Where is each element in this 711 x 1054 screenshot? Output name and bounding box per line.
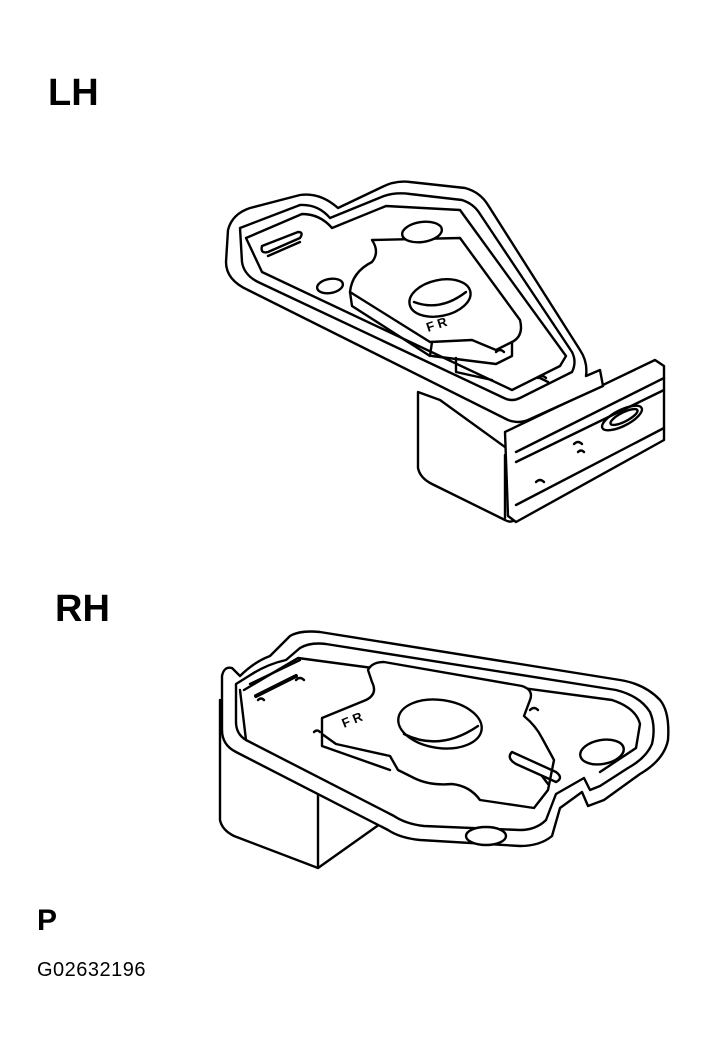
lh-direction-marking: F R — [424, 314, 449, 335]
lh-center-hole — [406, 274, 474, 322]
figure-code: G02632196 — [37, 959, 147, 981]
rh-direction-marking: F R — [340, 709, 366, 731]
rh-label: RH — [55, 588, 110, 630]
rh-slot — [510, 752, 560, 782]
rh-mount-hole-right — [578, 736, 625, 767]
lh-mount-hole-left — [316, 277, 344, 295]
rh-mount-hole-bottom — [466, 827, 506, 845]
view-label: P — [37, 904, 58, 937]
lh-label: LH — [48, 72, 99, 114]
lh-mount-hole-top — [401, 219, 443, 244]
